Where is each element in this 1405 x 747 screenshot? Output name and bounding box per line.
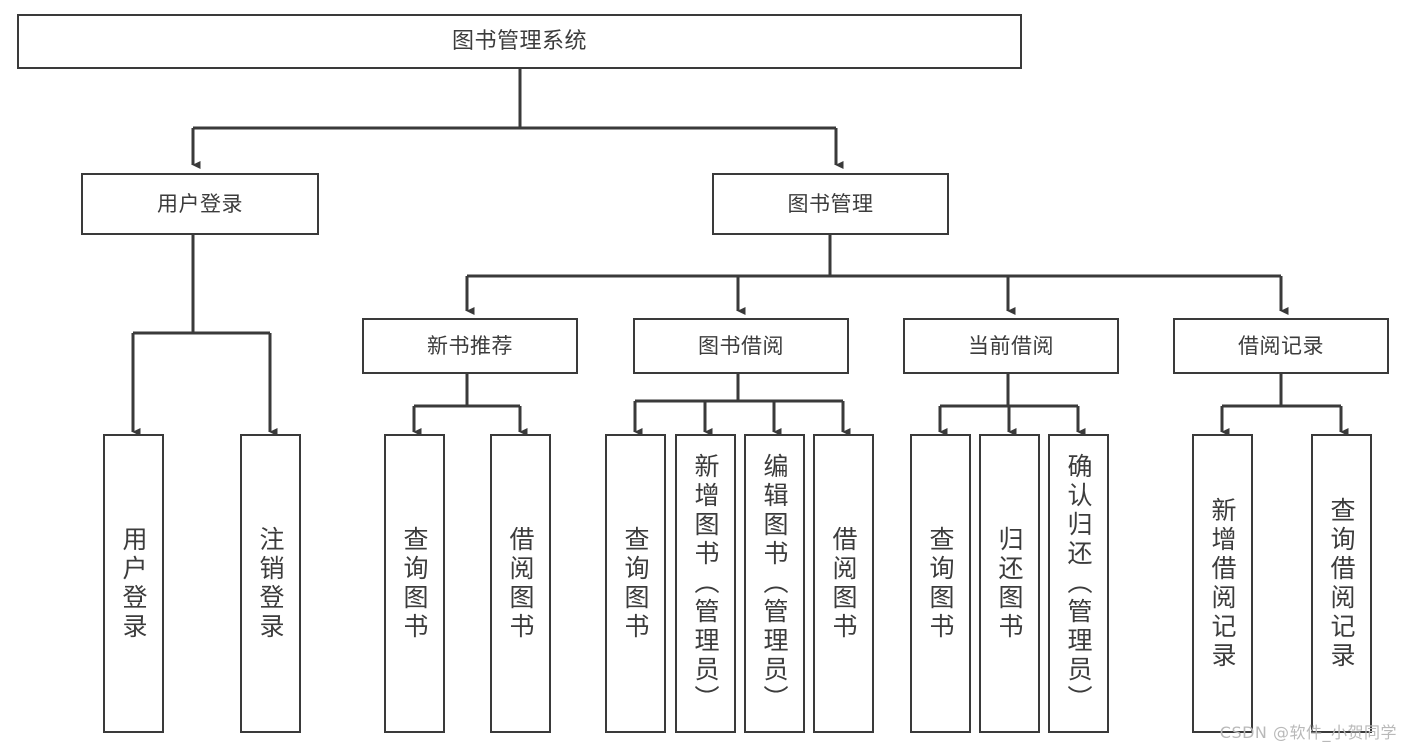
- node-book-management[interactable]: 图书管理: [712, 173, 949, 235]
- node-label: 编辑图书（管理员）: [760, 453, 789, 714]
- leaf-new-book-query[interactable]: 查询图书: [384, 434, 445, 733]
- node-label: 归还图书: [995, 525, 1024, 642]
- node-label: 借阅图书: [829, 525, 858, 642]
- leaf-record-add-record[interactable]: 新增借阅记录: [1192, 434, 1253, 733]
- watermark-csdn: CSDN @软件_小贺同学: [1219, 723, 1397, 742]
- leaf-borrow-edit-book-admin[interactable]: 编辑图书（管理员）: [744, 434, 805, 733]
- node-label: 用户登录: [157, 191, 243, 216]
- node-label: 新增借阅记录: [1208, 496, 1237, 671]
- leaf-current-confirm-return-admin[interactable]: 确认归还（管理员）: [1048, 434, 1109, 733]
- node-new-book-recommend[interactable]: 新书推荐: [362, 318, 578, 374]
- node-user-login[interactable]: 用户登录: [81, 173, 319, 235]
- leaf-record-query-record[interactable]: 查询借阅记录: [1311, 434, 1372, 733]
- leaf-current-query-book[interactable]: 查询图书: [910, 434, 971, 733]
- leaf-borrow-borrow-book[interactable]: 借阅图书: [813, 434, 874, 733]
- leaf-user-login-logout[interactable]: 注销登录: [240, 434, 301, 733]
- leaf-new-book-borrow[interactable]: 借阅图书: [490, 434, 551, 733]
- leaf-borrow-query-book[interactable]: 查询图书: [605, 434, 666, 733]
- node-label: 借阅图书: [506, 525, 535, 642]
- node-label: 图书管理系统: [451, 28, 587, 54]
- node-label: 确认归还（管理员）: [1064, 453, 1093, 714]
- leaf-borrow-add-book-admin[interactable]: 新增图书（管理员）: [675, 434, 736, 733]
- node-label: 图书借阅: [698, 333, 784, 358]
- leaf-current-return-book[interactable]: 归还图书: [979, 434, 1040, 733]
- node-label: 用户登录: [119, 525, 148, 642]
- node-current-borrow[interactable]: 当前借阅: [903, 318, 1119, 374]
- node-root-system[interactable]: 图书管理系统: [17, 14, 1022, 69]
- node-label: 注销登录: [256, 525, 285, 642]
- node-label: 查询图书: [621, 525, 650, 642]
- node-borrow-record[interactable]: 借阅记录: [1173, 318, 1389, 374]
- node-label: 新增图书（管理员）: [691, 453, 720, 714]
- node-label: 查询图书: [400, 525, 429, 642]
- node-label: 当前借阅: [968, 333, 1054, 358]
- node-label: 查询借阅记录: [1327, 496, 1356, 671]
- node-book-borrow[interactable]: 图书借阅: [633, 318, 849, 374]
- node-label: 图书管理: [787, 191, 874, 216]
- leaf-user-login-login[interactable]: 用户登录: [103, 434, 164, 733]
- node-label: 借阅记录: [1238, 333, 1324, 358]
- node-label: 新书推荐: [427, 333, 513, 358]
- node-label: 查询图书: [926, 525, 955, 642]
